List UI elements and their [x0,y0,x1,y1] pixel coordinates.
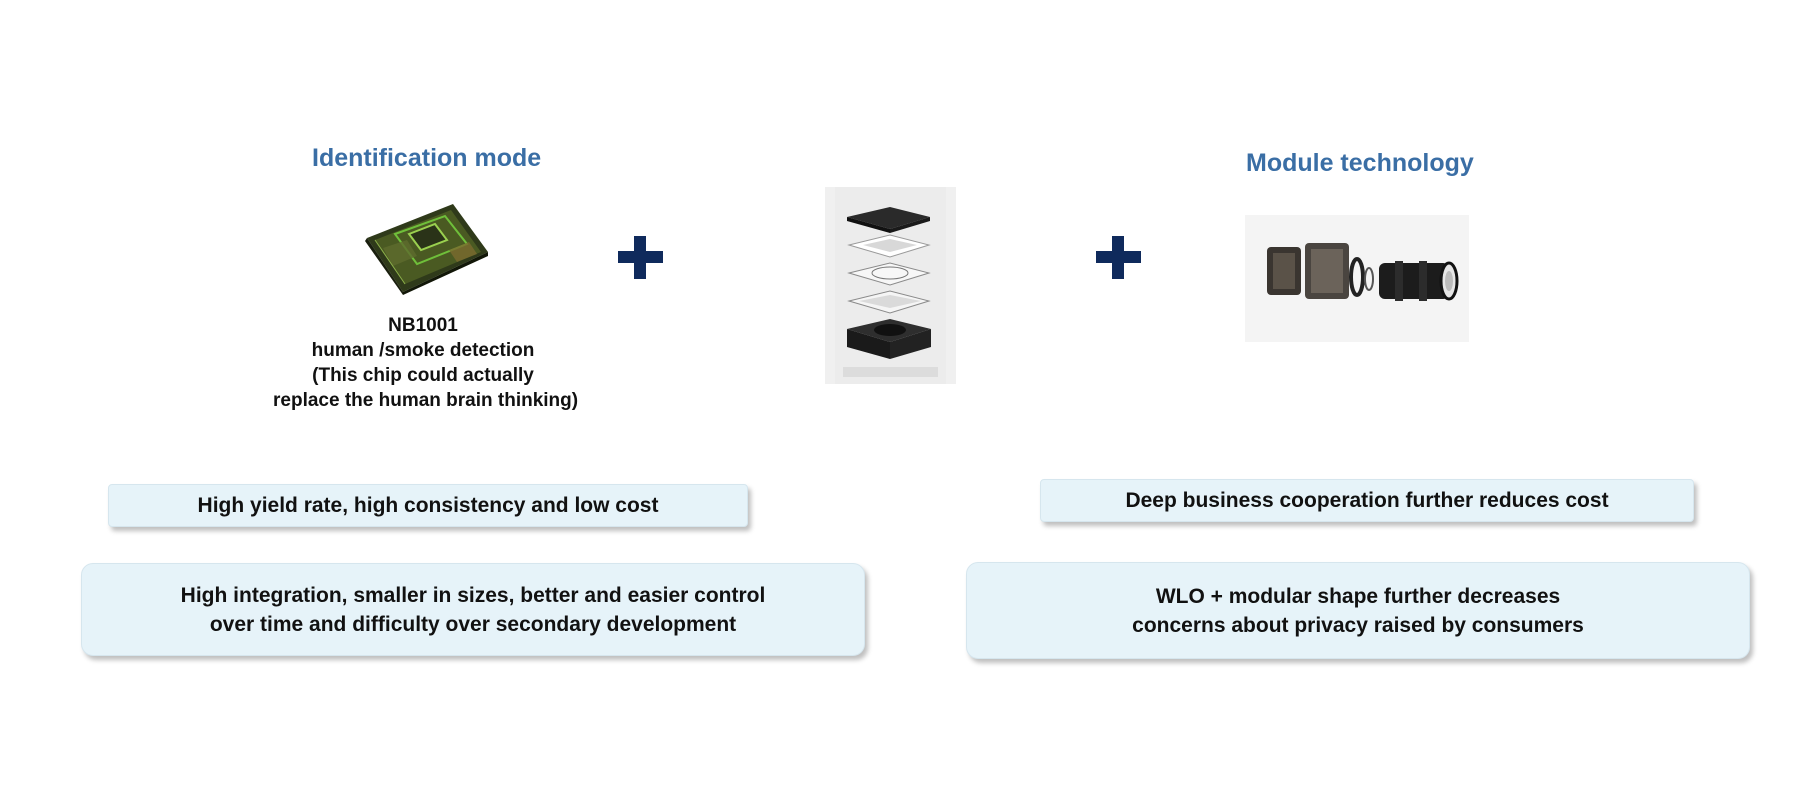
chip-caption: NB1001 human /smoke detection (This chip… [273,313,579,413]
yield-cost-text: High yield rate, high consistency and lo… [197,494,659,517]
identification-mode-heading: Identification mode [312,144,542,172]
business-cooperation-box: Deep business cooperation further reduce… [1040,479,1694,522]
chip-note-line2: replace the human brain thinking) [273,390,579,411]
privacy-text-line2: concerns about privacy raised by consume… [1132,613,1584,637]
chip-model-label: NB1001 [388,315,458,336]
lens-stack-image [825,187,956,384]
integration-box: High integration, smaller in sizes, bett… [81,563,865,656]
privacy-text-line1: WLO + modular shape further decreases [1155,584,1561,608]
chip-note-line1: (This chip could actually [312,365,534,386]
module-technology-heading: Module technology [1246,149,1474,177]
yield-cost-box: High yield rate, high consistency and lo… [108,484,748,527]
integration-text-line1: High integration, smaller in sizes, bett… [180,583,766,607]
plus-icon [618,236,663,279]
plus-icon [1096,236,1141,279]
chip-function-label: human /smoke detection [311,340,535,361]
chip-image [365,200,490,295]
business-cooperation-text: Deep business cooperation further reduce… [1125,489,1609,512]
privacy-box: WLO + modular shape further decreases co… [966,562,1750,659]
integration-text-line2: over time and difficulty over secondary … [209,612,737,636]
camera-module-image [1245,215,1469,342]
